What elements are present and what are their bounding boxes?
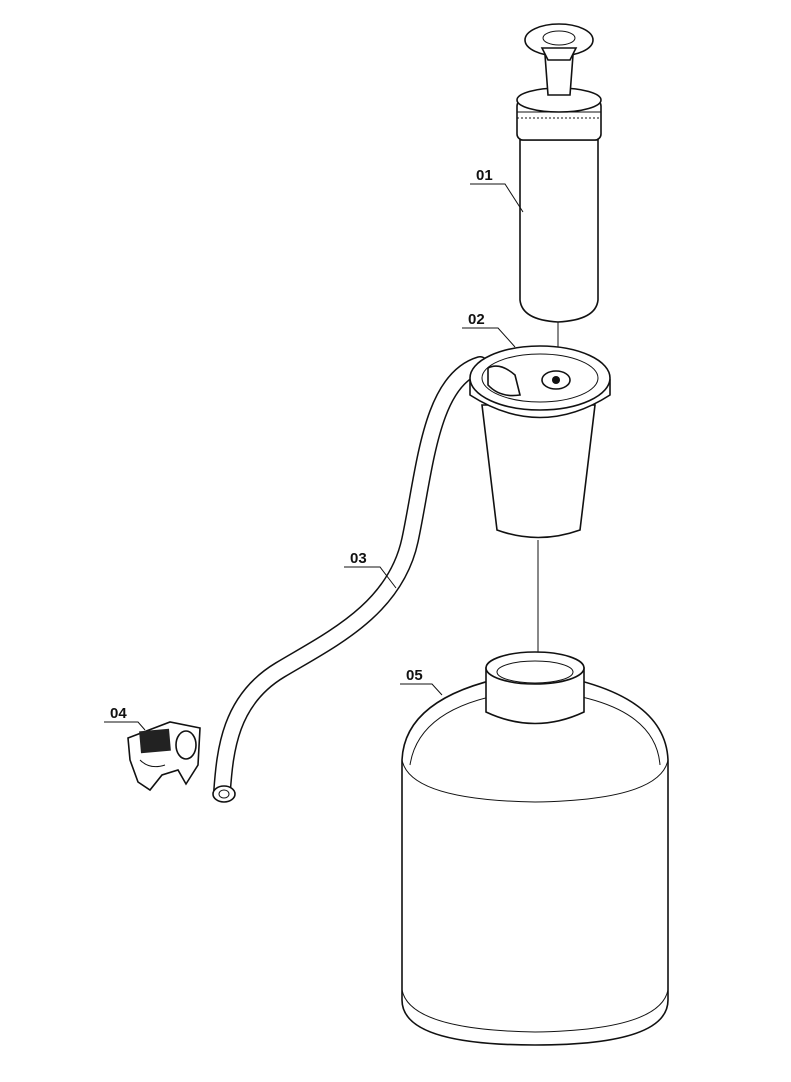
label-04: 04 (110, 705, 127, 722)
callout-01: 01 (470, 167, 524, 213)
part-container (401, 651, 669, 1046)
part-hose (212, 356, 489, 803)
part-hose-clip (127, 721, 201, 792)
part-pump (516, 23, 602, 323)
label-01: 01 (476, 167, 493, 184)
callout-04: 04 (104, 705, 146, 731)
callout-02: 02 (462, 311, 516, 348)
part-funnel (469, 345, 611, 539)
label-05: 05 (406, 667, 423, 684)
callout-05: 05 (400, 667, 443, 696)
label-03: 03 (350, 550, 367, 567)
callout-03: 03 (344, 550, 397, 589)
label-02: 02 (468, 311, 485, 328)
